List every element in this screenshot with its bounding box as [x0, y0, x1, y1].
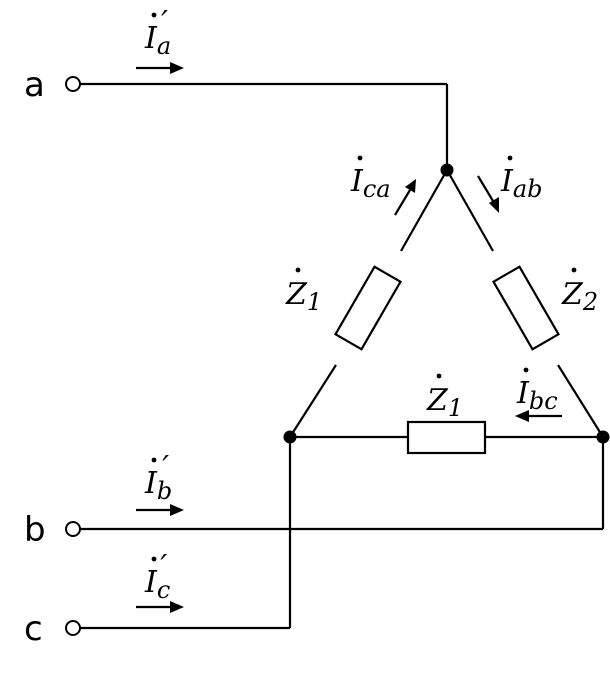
label-Ibc: Ibc — [516, 367, 558, 415]
label-Z-bottom: Z1 — [426, 373, 463, 422]
svg-text:Iab: Iab — [500, 164, 543, 203]
impedance-right-box — [492, 265, 560, 351]
label-Z-right: Z2 — [561, 267, 598, 316]
label-Ia: Ia′ — [144, 5, 171, 60]
svg-text:Z2: Z2 — [561, 277, 598, 316]
delta-right-lower — [557, 364, 604, 438]
arrow-Ibc — [515, 410, 562, 422]
terminal-c-label: c — [24, 609, 43, 649]
node-top — [440, 163, 454, 177]
delta-right-upper — [446, 169, 494, 252]
node-bottom-right — [596, 430, 610, 444]
impedance-left-box — [334, 265, 402, 351]
svg-text:Z1: Z1 — [426, 383, 463, 422]
terminal-b-circle — [65, 521, 81, 537]
node-bottom-left — [283, 430, 297, 444]
terminal-b-label: b — [24, 510, 46, 550]
impedance-bottom-box — [406, 420, 487, 455]
label-Iab: Iab — [500, 155, 543, 203]
arrow-Ib — [136, 504, 184, 516]
svg-text:Ic′: Ic′ — [144, 549, 170, 604]
label-Ib: Ib′ — [144, 450, 172, 505]
arrow-Ic — [136, 601, 184, 613]
svg-text:Ia′: Ia′ — [144, 5, 171, 60]
delta-left-upper — [400, 169, 448, 252]
svg-text:Z1: Z1 — [285, 277, 322, 316]
arrow-Iab — [477, 175, 499, 213]
terminal-a-circle — [65, 76, 81, 92]
label-Z-left: Z1 — [285, 267, 322, 316]
terminal-c-circle — [65, 620, 81, 636]
label-Ica: Ica — [350, 155, 391, 203]
label-Ic: Ic′ — [144, 549, 170, 604]
svg-text:Ibc: Ibc — [516, 376, 558, 415]
svg-text:Ica: Ica — [350, 164, 391, 203]
wires — [80, 82, 605, 630]
delta-left-lower — [289, 364, 337, 438]
arrow-Ia — [136, 62, 184, 74]
arrow-Ica — [394, 179, 416, 216]
svg-text:Ib′: Ib′ — [144, 450, 172, 505]
terminal-a-label: a — [24, 65, 45, 105]
